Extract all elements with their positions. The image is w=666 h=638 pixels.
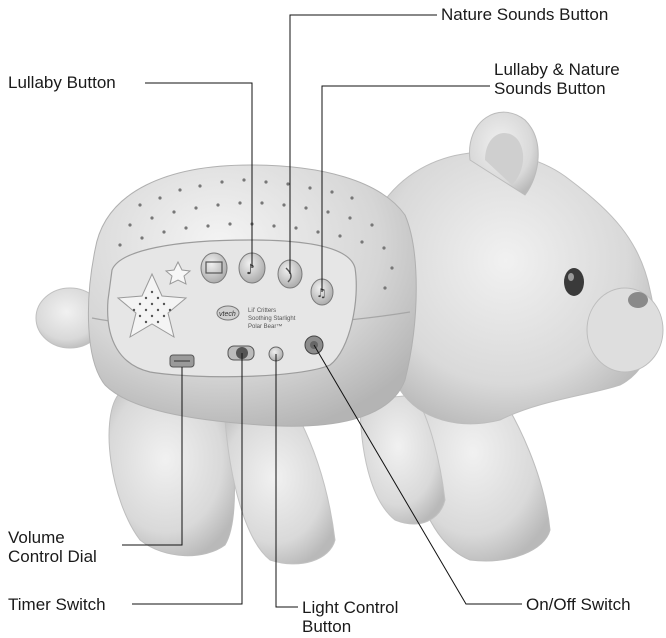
product-text-3: Polar Bear™ xyxy=(248,323,282,330)
label-light-control: Light Control Button xyxy=(302,598,398,636)
label-lullaby-nature: Lullaby & Nature Sounds Button xyxy=(494,60,620,98)
eye xyxy=(564,268,584,296)
label-timer: Timer Switch xyxy=(8,595,106,614)
label-nature-sounds: Nature Sounds Button xyxy=(441,5,608,24)
head xyxy=(385,152,654,424)
label-onoff: On/Off Switch xyxy=(526,595,631,614)
label-lullaby: Lullaby Button xyxy=(8,73,116,92)
product-text-2: Soothing Starlight xyxy=(248,316,296,322)
svg-text:♪: ♪ xyxy=(246,262,255,278)
brand-text: vtech xyxy=(219,311,236,318)
snout xyxy=(587,288,663,372)
product-text-1: Lil' Critters xyxy=(248,308,276,314)
label-volume: Volume Control Dial xyxy=(8,528,97,566)
story-button xyxy=(201,253,227,283)
svg-text:♫: ♫ xyxy=(316,286,327,300)
